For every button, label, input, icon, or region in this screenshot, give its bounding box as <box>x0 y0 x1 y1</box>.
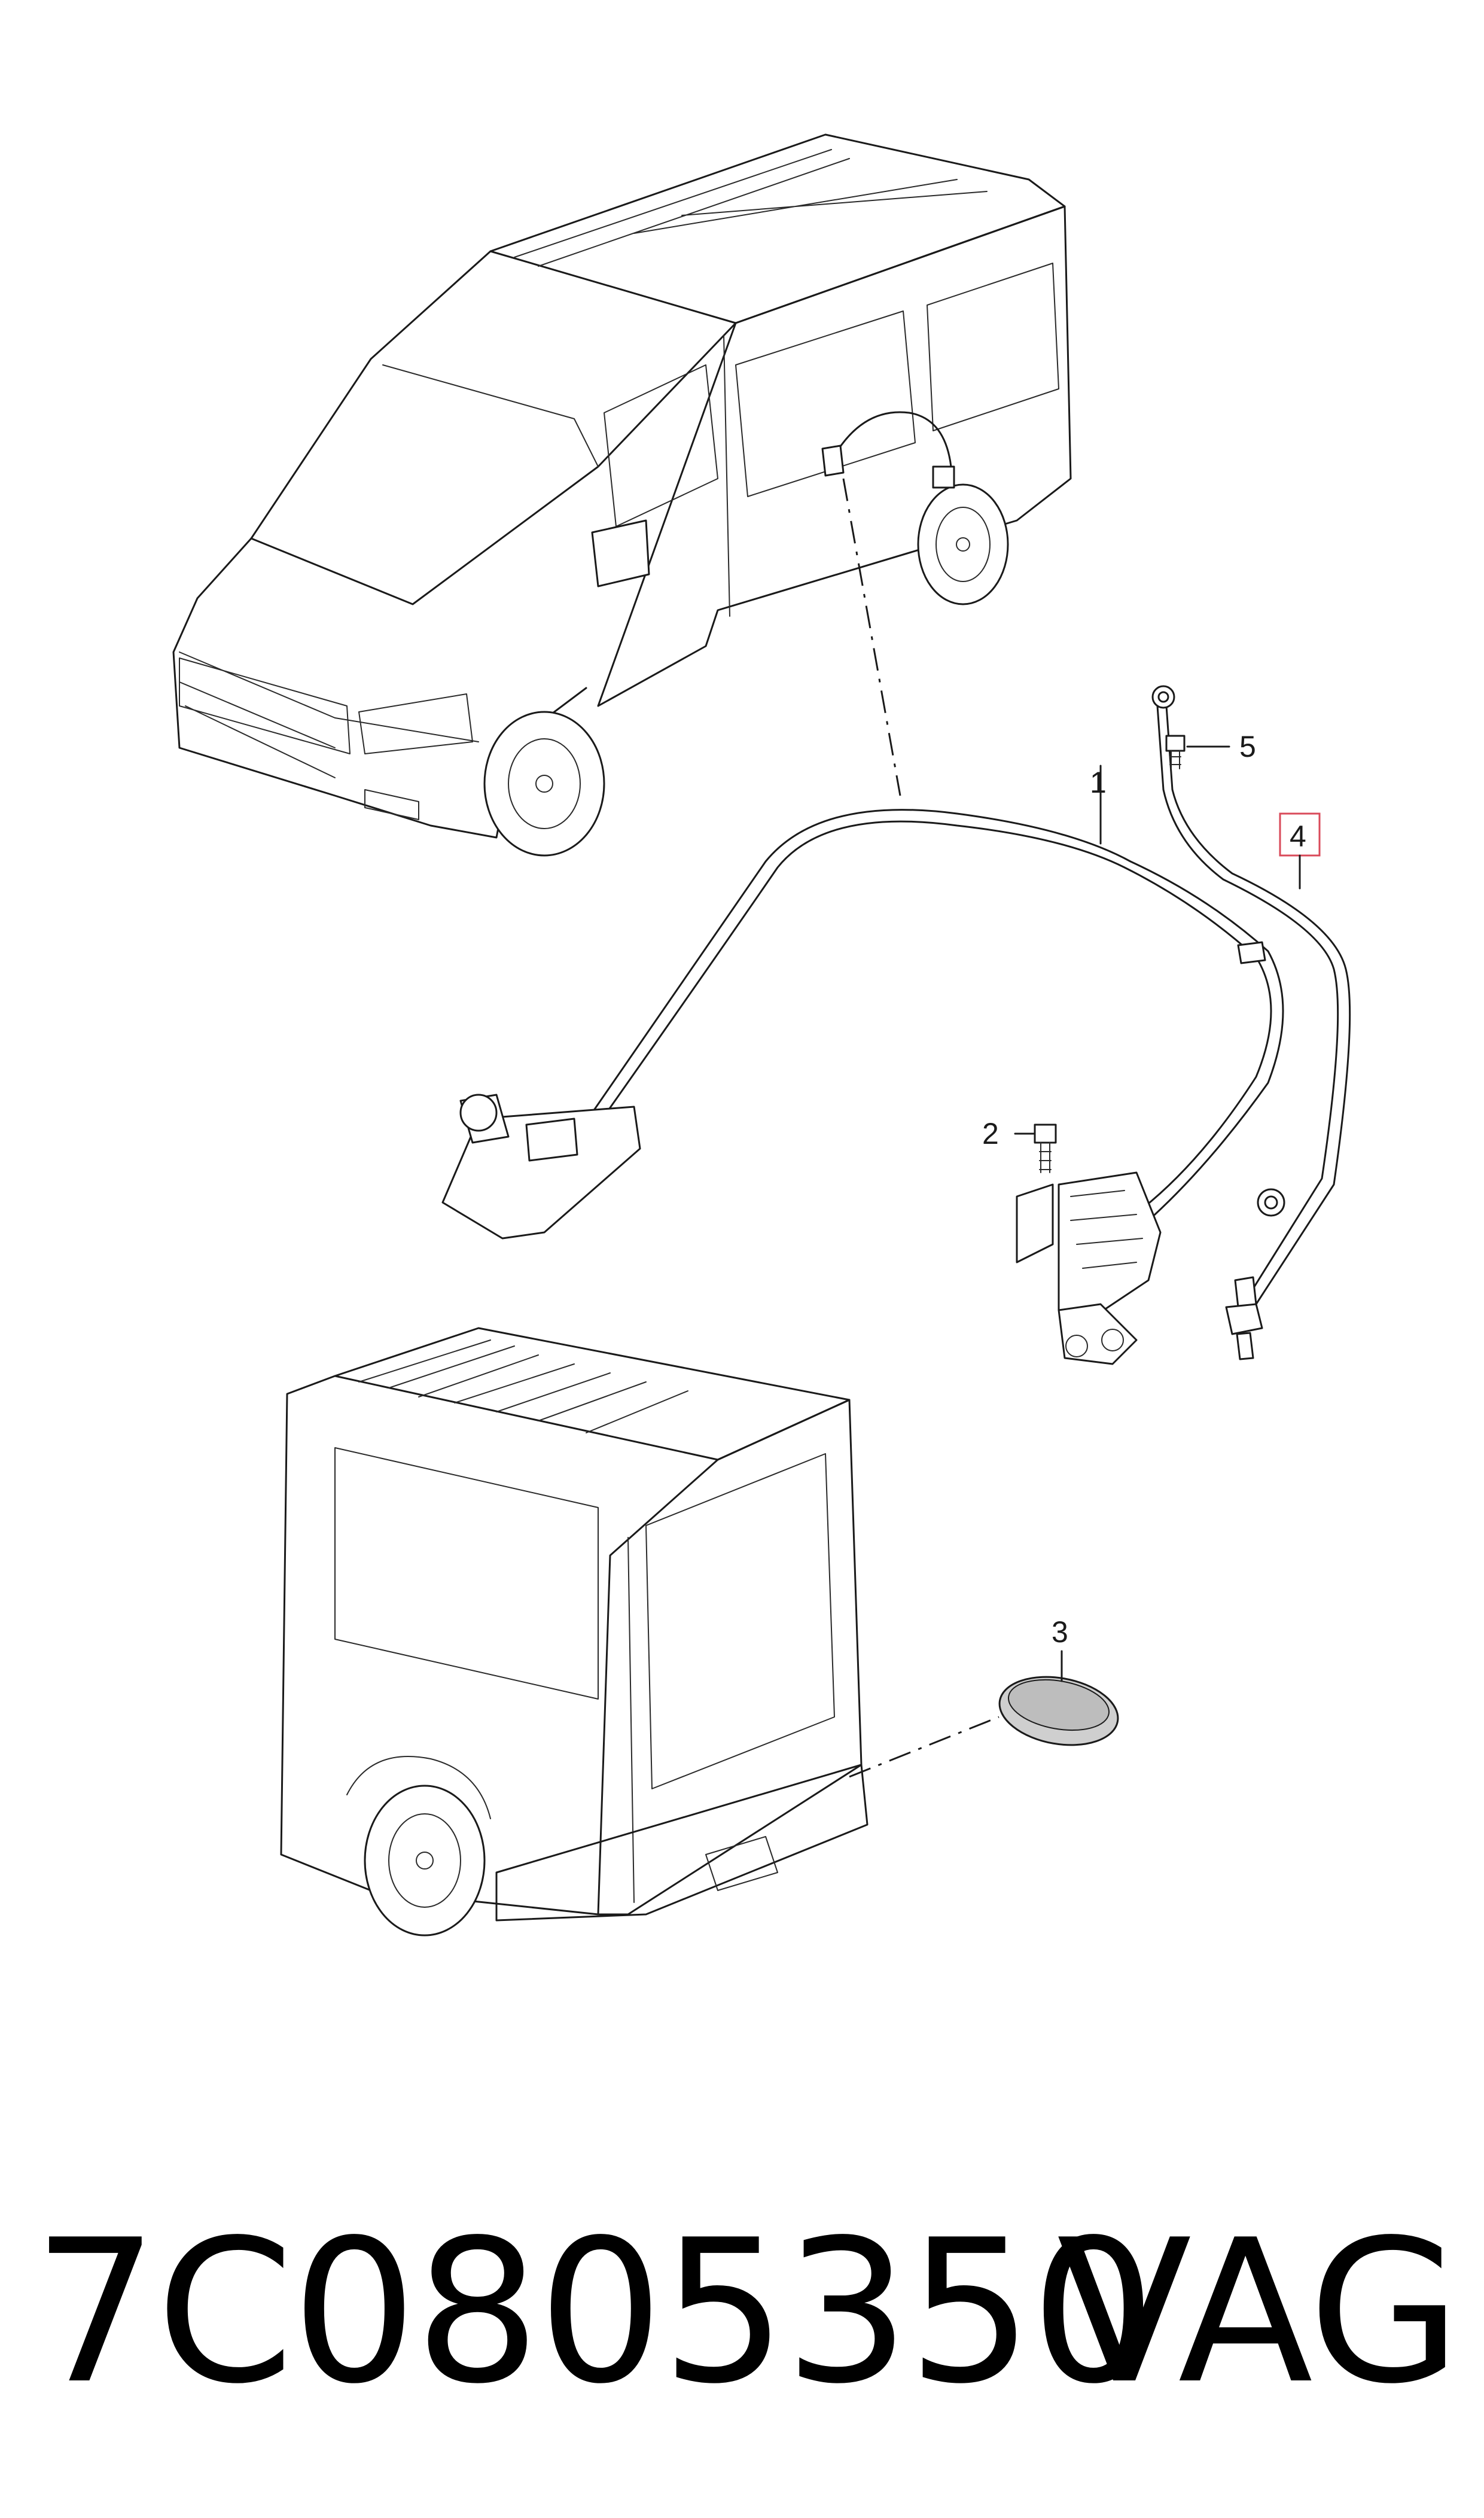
van-front-illustration <box>172 133 1072 857</box>
brand-label: VAG <box>1056 2197 1461 2427</box>
callout-label-4: 4 <box>1290 820 1306 853</box>
callout-label-1: 1 <box>1090 766 1107 799</box>
callout-2: 2 <box>982 1117 1036 1150</box>
callout-5: 5 <box>1186 730 1256 763</box>
part-number: 7C0805350 <box>33 2197 1156 2427</box>
callout-label-5: 5 <box>1239 730 1256 763</box>
callout-label-2: 2 <box>982 1117 999 1150</box>
screw-part-5 <box>1165 735 1186 769</box>
callout-4: 4 <box>1279 812 1321 890</box>
van-rear-illustration <box>280 1327 869 1937</box>
leader-line-rear <box>849 1716 1000 1778</box>
cap-part-3 <box>998 1676 1119 1746</box>
callout-label-3: 3 <box>1052 1615 1068 1649</box>
callout-3: 3 <box>1052 1615 1068 1682</box>
leader-line-front <box>842 478 901 796</box>
ground-cable-part-4 <box>1151 685 1351 1360</box>
cable-assembly-part-1 <box>441 809 1284 1365</box>
footer: 7C0805350 VAG <box>0 2213 1484 2429</box>
callout-1: 1 <box>1090 765 1107 845</box>
screw-part-2 <box>1034 1123 1057 1173</box>
